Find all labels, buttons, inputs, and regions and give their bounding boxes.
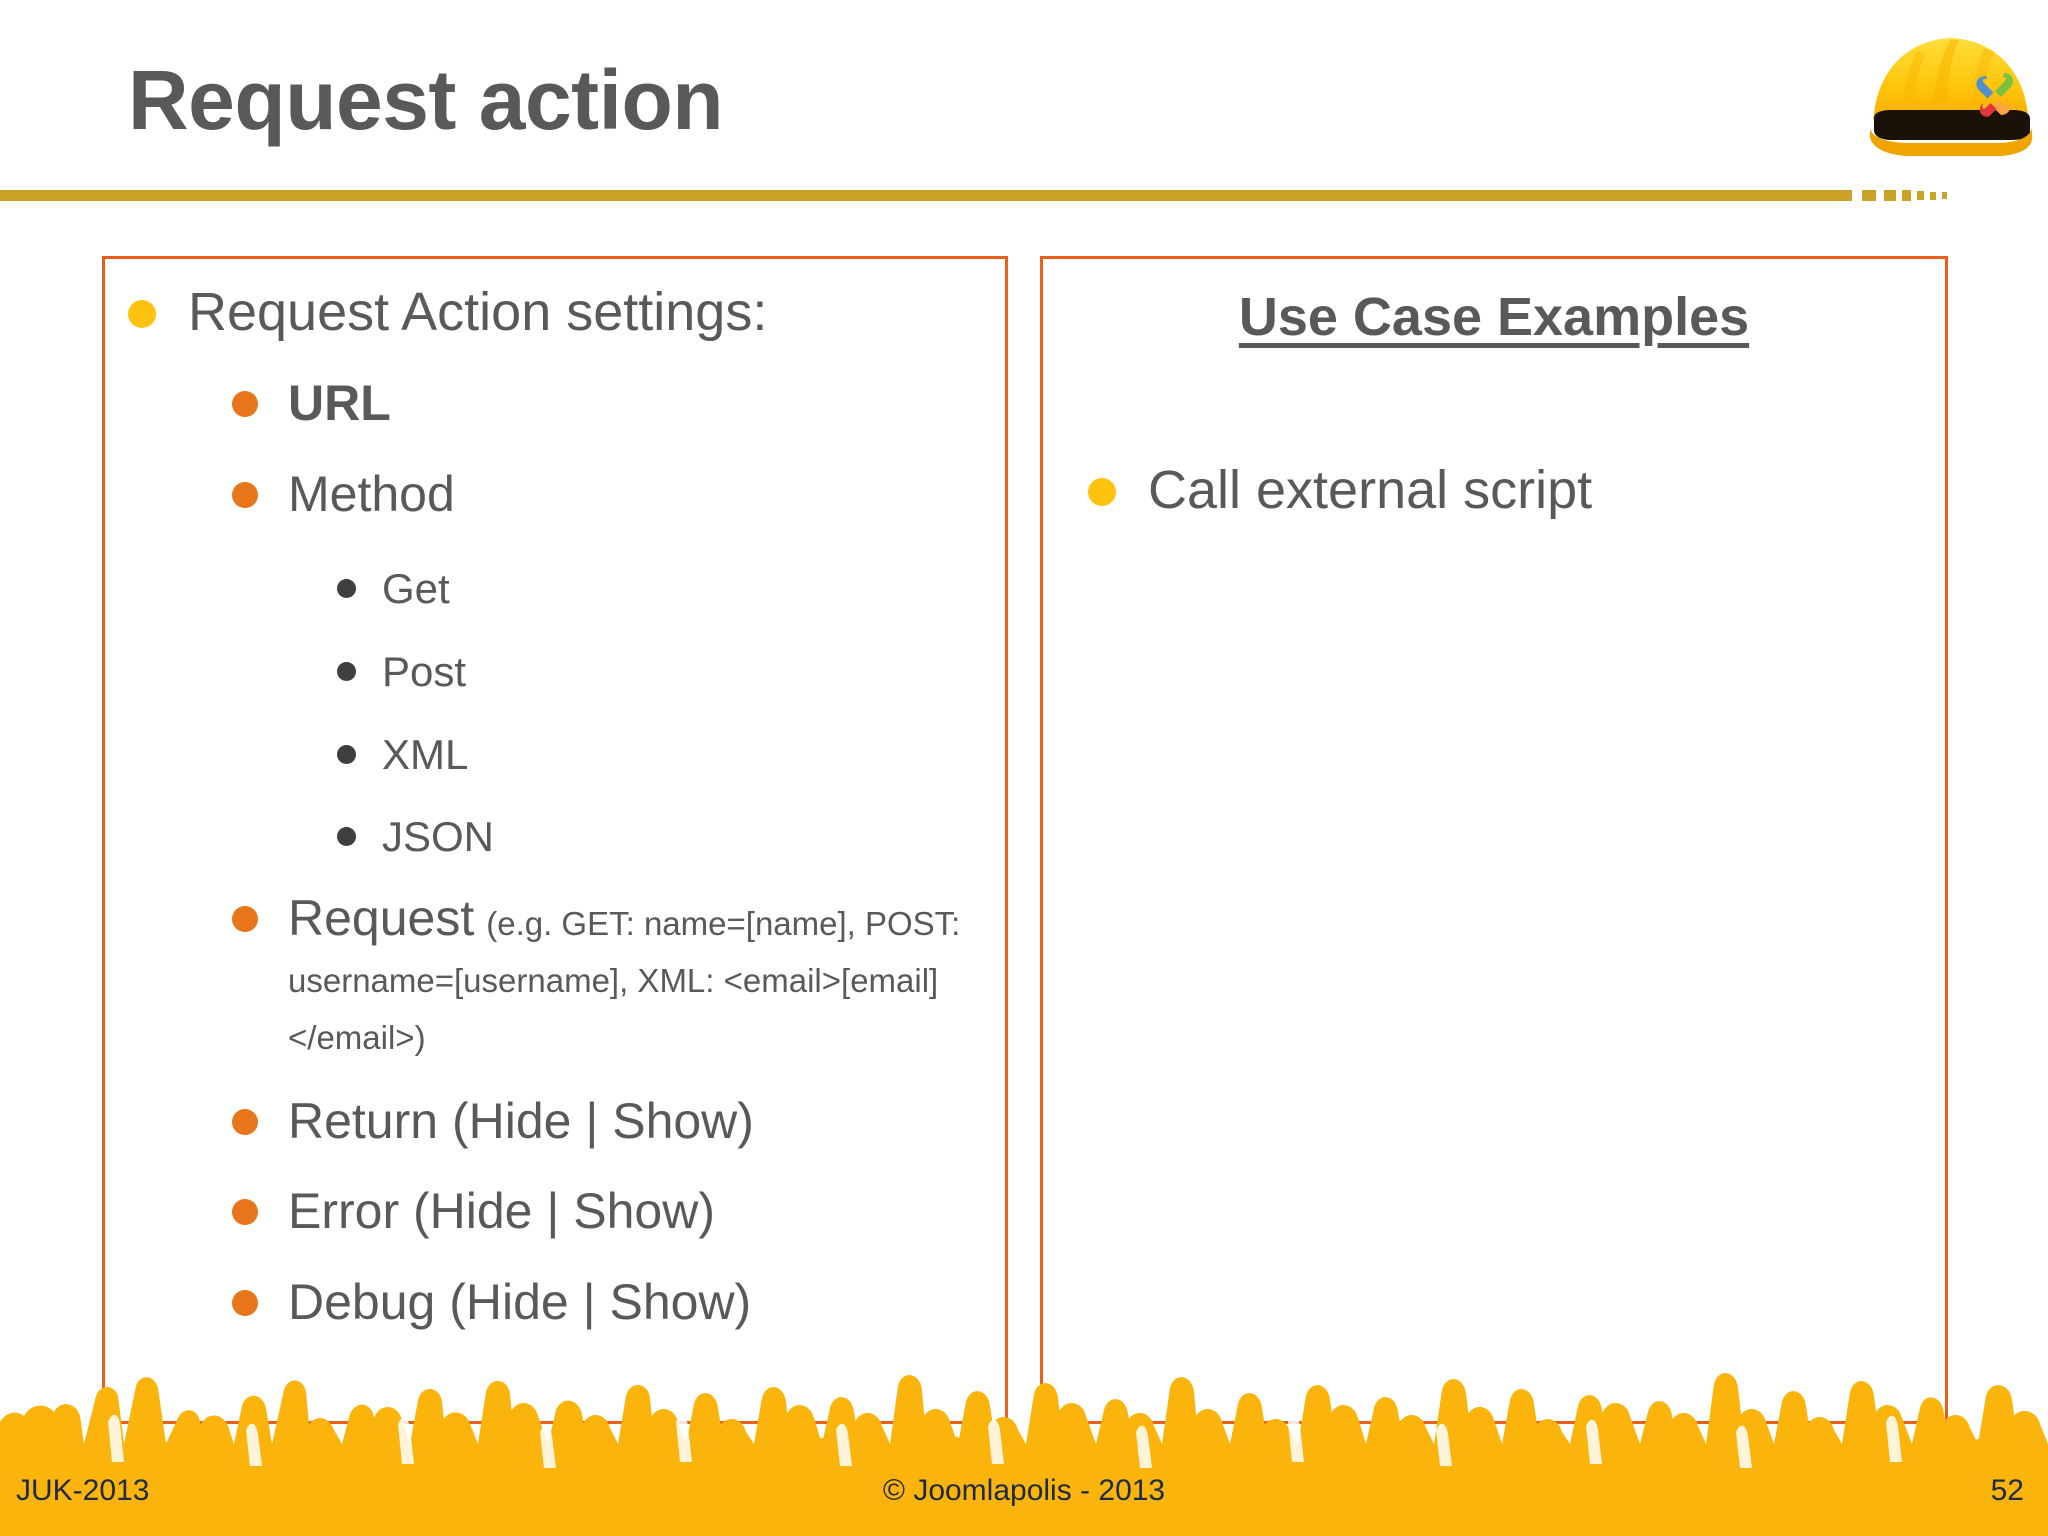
method-option-xml: XML <box>382 731 469 778</box>
list-item-method-get: Get <box>337 565 957 613</box>
list-item-request: Request(e.g. GET: name=[name], POST: use… <box>232 890 992 1061</box>
list-item-request-action-settings: Request Action settings: <box>128 282 968 344</box>
bullet-dot-level1 <box>1088 478 1116 506</box>
bullet-dot-level2 <box>232 1109 258 1135</box>
bullet-dot-level2 <box>232 391 258 417</box>
bullet-dot-level2 <box>232 1290 258 1316</box>
crowd-silhouette-decoration <box>0 1373 2048 1536</box>
list-item-method-post: Post <box>337 648 957 696</box>
request-setting-label: Request <box>288 890 475 946</box>
use-case-label-call-external-script: Call external script <box>1148 460 1593 520</box>
request-setting-block: Request(e.g. GET: name=[name], POST: use… <box>288 890 992 1061</box>
use-case-examples-heading: Use Case Examples <box>1238 287 1750 347</box>
bullet-dot-level3 <box>337 579 356 598</box>
bullet-dot-level3 <box>337 827 356 846</box>
list-item-return: Return (Hide | Show) <box>232 1093 972 1150</box>
title-divider-dash <box>1942 192 1947 199</box>
setting-label-method: Method <box>288 466 455 522</box>
title-divider-dash <box>1862 190 1876 201</box>
method-option-get: Get <box>382 565 450 612</box>
list-item-method-xml: XML <box>337 731 957 779</box>
joomla-hard-hat-icon <box>1869 38 2033 156</box>
bullet-dot-level2 <box>232 482 258 508</box>
setting-label-url: URL <box>288 375 391 431</box>
page-title: Request action <box>128 53 724 147</box>
list-item-debug: Debug (Hide | Show) <box>232 1274 972 1331</box>
title-divider-dash <box>1884 190 1896 201</box>
request-setting-note: (e.g. GET: name=[name], POST: username=[… <box>288 905 961 1056</box>
list-item-call-external-script: Call external script <box>1088 460 1908 522</box>
bullet-dot-level3 <box>337 662 356 681</box>
method-option-post: Post <box>382 648 467 695</box>
footer-page-number: 52 <box>1990 1474 2024 1507</box>
title-divider-dash <box>1902 190 1911 201</box>
footer-copyright: © Joomlapolis - 2013 <box>882 1474 1166 1507</box>
list-item-method: Method <box>232 466 972 523</box>
title-divider-dash <box>1930 192 1936 200</box>
output-label-debug: Debug (Hide | Show) <box>288 1274 752 1330</box>
method-option-json: JSON <box>382 813 495 860</box>
title-divider-dash <box>1917 191 1924 200</box>
title-divider-rule <box>0 190 1852 201</box>
bullet-dot-level1 <box>128 300 156 328</box>
list-item-url: URL <box>232 375 972 432</box>
list-item-method-json: JSON <box>337 813 957 861</box>
use-case-examples-panel <box>1040 256 1948 1424</box>
bullet-dot-level2 <box>232 1199 258 1225</box>
bullet-dot-level3 <box>337 745 356 764</box>
output-label-return: Return (Hide | Show) <box>288 1093 754 1149</box>
list-item-error: Error (Hide | Show) <box>232 1183 972 1240</box>
footer-event-label: JUK-2013 <box>16 1474 150 1507</box>
settings-heading-label: Request Action settings: <box>188 282 768 342</box>
bullet-dot-level2 <box>232 906 258 932</box>
output-label-error: Error (Hide | Show) <box>288 1183 715 1239</box>
